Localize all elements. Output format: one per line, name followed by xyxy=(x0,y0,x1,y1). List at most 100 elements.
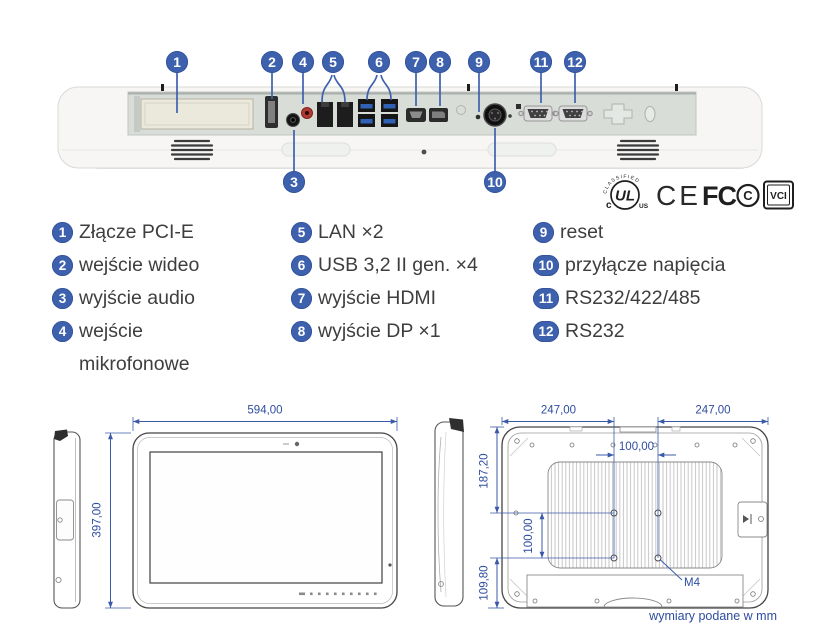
device-callout-6: 6 xyxy=(368,51,390,73)
svg-text:CE: CE xyxy=(656,180,701,211)
ce-mark: CE xyxy=(656,180,701,211)
dim-rear-left-span: 247,00 xyxy=(541,405,576,417)
touch-buttons-row xyxy=(299,592,377,596)
ul-mark: CLASSIFIED UL c US xyxy=(602,174,648,211)
svg-text:US: US xyxy=(639,203,649,210)
svg-text:c: c xyxy=(606,200,612,211)
corner-chamfers xyxy=(509,437,761,598)
dim-vesa-vertical: 100,00 xyxy=(523,518,535,553)
audio-jacks xyxy=(286,107,313,127)
legend-column-1: 1 Złącze PCI-E 2 wejście wideo 3 wyjście… xyxy=(52,216,219,381)
legend-label-12: RS232 xyxy=(565,320,625,342)
led-dot xyxy=(508,114,512,118)
legend-item-8: 8 wyjście DP ×1 xyxy=(291,315,478,348)
dim-rear-bottom-offset: 109,80 xyxy=(479,565,491,600)
legend-badge-8: 8 xyxy=(291,321,312,342)
legend-badge-10: 10 xyxy=(533,255,559,276)
pcie-slot xyxy=(134,96,254,132)
front-view xyxy=(132,432,398,609)
legend-label-3: wyjście audio xyxy=(79,287,195,309)
legend-column-2: 5 LAN ×2 6 USB 3,2 II gen. ×4 7 wyjście … xyxy=(291,216,478,348)
video-in-port xyxy=(265,96,278,128)
rear-dimension-drawing: 247,00 247,00 100,00 187,20 100,00 109,8… xyxy=(434,405,777,623)
legend-item-6: 6 USB 3,2 II gen. ×4 xyxy=(291,249,478,282)
rear-view xyxy=(501,426,769,609)
legend-item-3: 3 wyjście audio xyxy=(52,282,219,315)
webcam-dot xyxy=(294,441,300,447)
device-callout-7: 7 xyxy=(405,51,427,73)
legend-item-10: 10 przyłącze napięcia xyxy=(533,249,725,282)
svg-text:VCI: VCI xyxy=(770,191,787,202)
screen xyxy=(149,451,383,584)
legend-item-9: 9 reset xyxy=(533,216,725,249)
legend-badge-7: 7 xyxy=(291,288,312,309)
callout-leader-lines xyxy=(176,72,576,171)
dim-vesa-horizontal: 100,00 xyxy=(619,441,654,453)
handle-slot-right xyxy=(487,142,557,157)
dim-rear-top-offset: 187,20 xyxy=(479,453,491,488)
legend-badge-4: 4 xyxy=(52,321,73,342)
device-callout-2: 2 xyxy=(261,51,283,73)
legend-badge-11: 11 xyxy=(533,288,559,309)
device-callout-1: 1 xyxy=(166,51,188,73)
legend-label-7: wyjście HDMI xyxy=(318,287,437,309)
rear-io-illustration xyxy=(57,72,763,171)
front-dimension-drawing: 594,00 397,00 xyxy=(53,405,398,609)
legend-item-5: 5 LAN ×2 xyxy=(291,216,478,249)
legend-badge-2: 2 xyxy=(52,255,73,276)
side-view-left xyxy=(53,429,81,609)
small-cutout xyxy=(516,104,521,109)
svg-text:C: C xyxy=(743,188,753,203)
usb-ports xyxy=(358,99,398,127)
side-connector-cover xyxy=(737,501,768,538)
bottom-cover-plate xyxy=(526,574,744,608)
m4-leader-line xyxy=(659,559,683,581)
svg-text:FC: FC xyxy=(702,181,736,211)
device-callout-10: 10 xyxy=(484,171,506,193)
device-callout-8: 8 xyxy=(429,51,451,73)
reset-pinhole xyxy=(475,114,481,120)
power-din-port xyxy=(483,103,507,127)
certification-marks: CLASSIFIED UL c US CE FC C VCI xyxy=(602,174,794,211)
device-callout-12: 12 xyxy=(564,51,586,73)
dim-front-width: 594,00 xyxy=(247,405,282,417)
device-callout-11: 11 xyxy=(530,51,552,73)
dim-rear-right-span: 247,00 xyxy=(695,405,730,417)
legend-label-1: Złącze PCI-E xyxy=(79,221,194,243)
dim-front-height: 397,00 xyxy=(92,502,104,537)
legend-item-4: 4 wejście mikrofonowe xyxy=(52,315,219,381)
heatsink xyxy=(547,461,723,569)
legend-item-7: 7 wyjście HDMI xyxy=(291,282,478,315)
legend-label-11: RS232/422/485 xyxy=(565,287,701,309)
fcc-mark: FC C xyxy=(702,181,760,211)
m4-screw-label: M4 xyxy=(684,577,701,589)
hdmi-port xyxy=(406,108,426,122)
cable-cutout xyxy=(603,597,663,608)
legend-badge-6: 6 xyxy=(291,255,312,276)
dp-port xyxy=(429,108,448,122)
oval-cutout xyxy=(644,106,656,122)
serial-port-rs232 xyxy=(553,105,593,122)
svg-text:UL: UL xyxy=(615,188,635,205)
legend-item-11: 11 RS232/422/485 xyxy=(533,282,725,315)
legend-label-8: wyjście DP ×1 xyxy=(318,320,441,342)
legend-badge-9: 9 xyxy=(533,222,554,243)
device-callout-3: 3 xyxy=(283,171,305,193)
legend-label-4: wejście mikrofonowe xyxy=(79,320,190,375)
device-callout-5: 5 xyxy=(322,51,344,73)
legend-badge-12: 12 xyxy=(533,321,559,342)
speaker-grille-left xyxy=(170,139,214,161)
serial-port-rs232-422-485 xyxy=(518,105,558,122)
side-view-right xyxy=(434,418,464,607)
units-note: wymiary podane w mm xyxy=(648,609,777,623)
device-callout-4: 4 xyxy=(292,51,314,73)
device-callout-9: 9 xyxy=(468,51,490,73)
legend-badge-1: 1 xyxy=(52,222,73,243)
legend-label-5: LAN ×2 xyxy=(318,221,384,243)
legend-label-6: USB 3,2 II gen. ×4 xyxy=(318,254,478,276)
cross-cutout xyxy=(603,103,633,125)
mount-hole xyxy=(456,105,466,115)
legend-column-3: 9 reset 10 przyłącze napięcia 11 RS232/4… xyxy=(533,216,725,348)
legend-item-2: 2 wejście wideo xyxy=(52,249,219,282)
speaker-grille-right xyxy=(616,139,660,161)
